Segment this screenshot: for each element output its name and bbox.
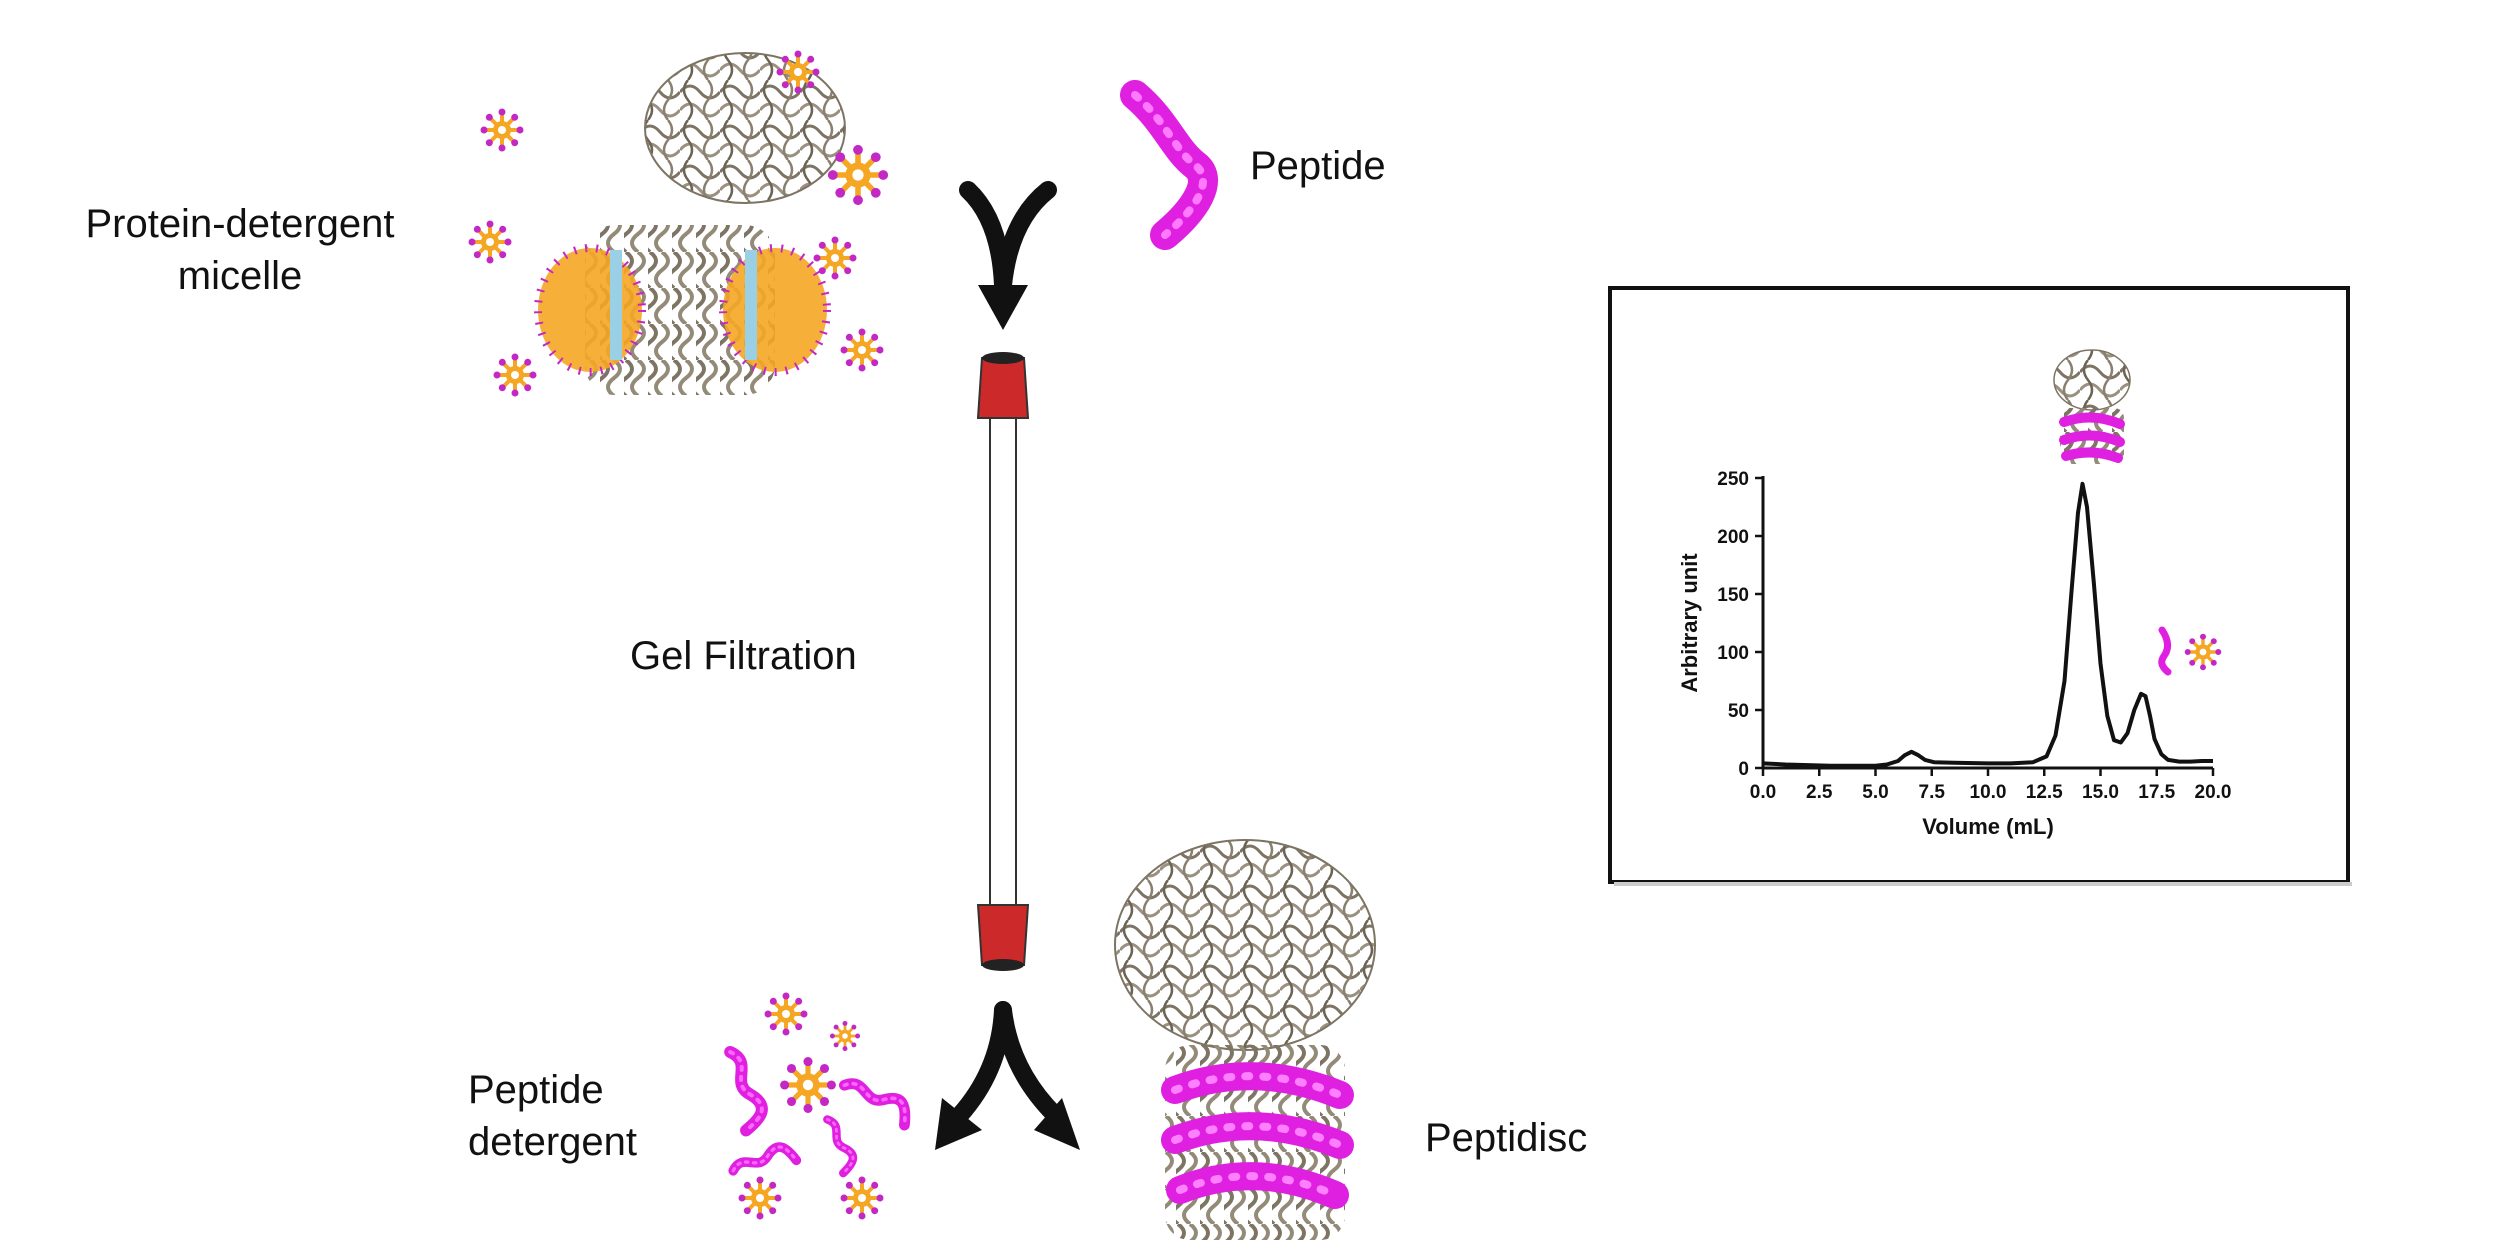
x-tick-label: 7.5 [1919, 782, 1946, 803]
gel-filtration-column [976, 352, 1030, 971]
peptide-detergent-illustration [730, 990, 914, 1222]
soluble-domain [644, 52, 846, 204]
y-tick-label: 150 [1717, 585, 1749, 606]
label-line: detergent [468, 1120, 638, 1164]
free-peptide [827, 1116, 856, 1174]
y-tick-label: 100 [1717, 643, 1749, 664]
x-tick-label: 5.0 [1862, 782, 1888, 803]
transmembrane-bundle [585, 225, 775, 395]
merge-arrow [959, 181, 1057, 330]
column-body [989, 411, 1017, 913]
x-tick-label: 12.5 [2026, 782, 2063, 803]
free-detergent-micelle [838, 326, 886, 374]
protein-detergent-micelle-label: Protein-detergent micelle [50, 198, 430, 302]
split-arrow [935, 1001, 1080, 1150]
elution-trace [1762, 481, 2213, 768]
y-tick-label: 250 [1717, 469, 1749, 490]
free-detergent-micelle [478, 106, 526, 154]
chromatogram-panel: 0.0 2.5 5.0 7.5 10.0 12.5 15.0 17.5 20.0 0 50 100 15… [1608, 286, 2352, 886]
free-detergent-micelle [466, 218, 514, 266]
free-detergent-micelle [491, 351, 539, 399]
peptide-illustration [1120, 80, 1218, 250]
label-line: Peptide [468, 1068, 604, 1112]
x-axis-label: Volume (mL) [1922, 814, 2054, 839]
peptidisc-peak-icon [2053, 349, 2131, 464]
x-tick-label: 20.0 [2195, 782, 2232, 803]
peptide-detergent-peak-icon [2158, 626, 2223, 676]
peptide-detergent-label: Peptide detergent [468, 1064, 637, 1168]
column-top-cap [976, 357, 1030, 419]
protein-detergent-micelle-illustration [466, 48, 889, 399]
label-line: Protein-detergent [85, 202, 395, 246]
x-tick-label: 2.5 [1806, 782, 1833, 803]
y-tick-label: 0 [1738, 759, 1749, 780]
peptide-label: Peptide [1250, 144, 1386, 188]
chromatogram-chart: 0.0 2.5 5.0 7.5 10.0 12.5 15.0 17.5 20.0 0 50 100 15… [1677, 469, 2231, 839]
y-axis-label: Arbitrary unit [1677, 553, 1702, 693]
x-tick-label: 10.0 [1970, 782, 2007, 803]
gel-filtration-label: Gel Filtration [630, 634, 857, 678]
free-detergent-micelle [828, 1019, 862, 1053]
free-detergent-micelle [811, 234, 859, 282]
free-detergent-micelle [828, 145, 888, 205]
label-line: micelle [177, 254, 303, 298]
free-detergent-micelle [774, 48, 822, 96]
free-detergent-micelle [762, 990, 810, 1038]
x-tick-label: 17.5 [2138, 782, 2175, 803]
detergent-belt-right [723, 248, 827, 372]
free-peptide [731, 1145, 797, 1171]
soluble-domain [1114, 839, 1376, 1051]
free-detergent-micelle [838, 1174, 886, 1222]
peptidisc-illustration [1114, 839, 1376, 1240]
column-bottom-cap [976, 904, 1030, 966]
x-tick-label: 15.0 [2082, 782, 2119, 803]
free-peptide [730, 1048, 765, 1131]
y-tick-label: 50 [1728, 701, 1749, 722]
detergent-belt-left [538, 248, 642, 372]
peptidisc-label: Peptidisc [1425, 1116, 1588, 1160]
x-tick-label: 0.0 [1750, 782, 1776, 803]
free-peptide [844, 1069, 914, 1126]
free-detergent-micelle [736, 1174, 784, 1222]
y-tick-label: 200 [1717, 527, 1749, 548]
free-detergent-micelle [780, 1057, 836, 1113]
